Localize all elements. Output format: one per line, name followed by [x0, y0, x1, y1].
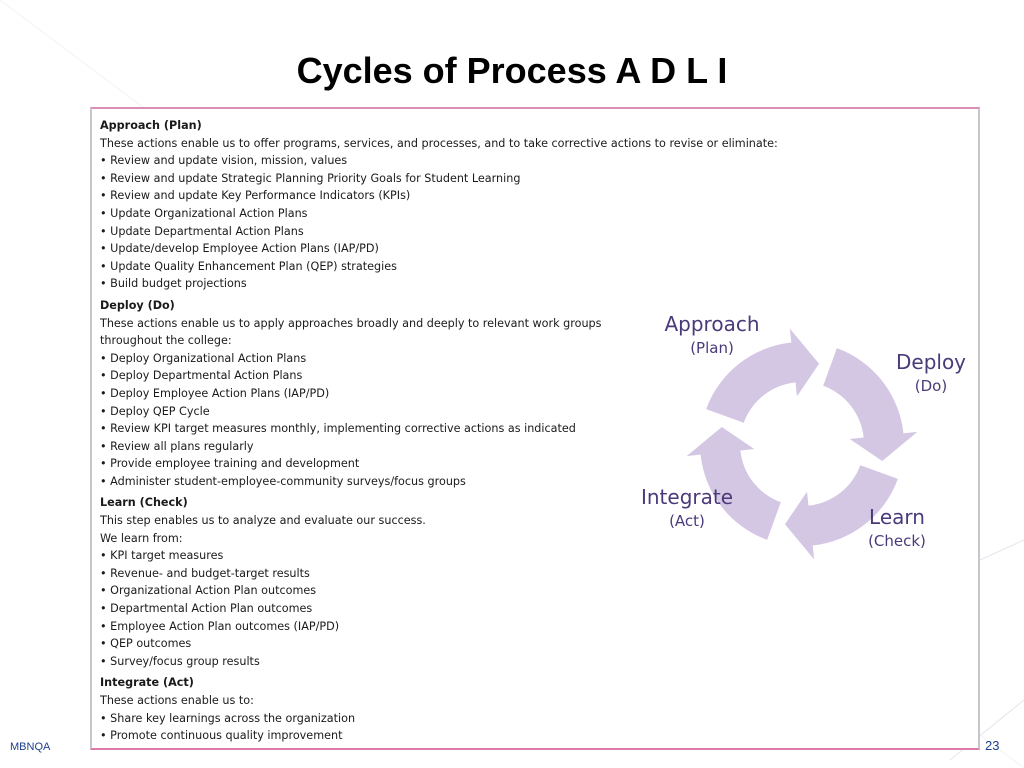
list-item: Review and update Strategic Planning Pri… [100, 170, 645, 188]
list-item: Review and update vision, mission, value… [100, 152, 645, 170]
cycle-diagram: Approach (Plan) Deploy (Do) Learn (Check… [641, 312, 966, 560]
list-item: Update Quality Enhancement Plan (QEP) st… [100, 258, 645, 276]
bullet-list: Review and update vision, mission, value… [100, 152, 645, 293]
arrow-integrate-to-approach [784, 465, 898, 560]
cycle-sublabel-learn: (Check) [868, 532, 926, 550]
list-item: Build budget projections [100, 275, 645, 293]
list-item: Deploy Employee Action Plans (IAP/PD) [100, 385, 645, 403]
content-panel: Approach (Plan) These actions enable us … [90, 107, 980, 750]
section-intro: These actions enable us to: [100, 692, 645, 710]
cycle-label-learn: Learn [869, 505, 925, 529]
cycle-sublabel-deploy: (Do) [915, 377, 947, 395]
list-item: Update Departmental Action Plans [100, 223, 645, 241]
list-item: Update Organizational Action Plans [100, 205, 645, 223]
cycle-label-integrate: Integrate [641, 485, 733, 509]
bullet-list: KPI target measures Revenue- and budget-… [100, 547, 645, 670]
section-intro: These actions enable us to offer program… [100, 135, 778, 153]
intro-line: These actions enable us to apply approac… [100, 316, 602, 330]
list-item: Update/develop Employee Action Plans (IA… [100, 240, 645, 258]
bullet-list: Share key learnings across the organizat… [100, 710, 645, 745]
process-text: Approach (Plan) These actions enable us … [100, 117, 778, 748]
section-intro: This step enables us to analyze and eval… [100, 512, 645, 547]
list-item: Deploy Organizational Action Plans [100, 350, 645, 368]
list-item: Survey/focus group results [100, 653, 645, 671]
intro-line: These actions enable us to: [100, 694, 254, 707]
cycle-node-learn: Learn (Check) [868, 505, 926, 550]
section-deploy: Deploy (Do) These actions enable us to a… [100, 297, 645, 491]
cycle-sublabel-approach: (Plan) [690, 339, 734, 357]
list-item: QEP outcomes [100, 635, 645, 653]
cycle-node-integrate: Integrate (Act) [641, 485, 733, 530]
list-item: Administer student-employee-community su… [100, 473, 645, 491]
list-item: Review and update Key Performance Indica… [100, 187, 645, 205]
cycle-arrows [686, 328, 918, 560]
list-item: Employee Action Plan outcomes (IAP/PD) [100, 618, 645, 636]
section-integrate: Integrate (Act) These actions enable us … [100, 674, 645, 744]
list-item: Promote continuous quality improvement [100, 727, 645, 745]
list-item: Provide employee training and developmen… [100, 455, 645, 473]
cycle-node-approach: Approach (Plan) [664, 312, 759, 357]
list-item: Deploy QEP Cycle [100, 403, 645, 421]
section-title: Integrate (Act) [100, 676, 194, 690]
bullet-list: Deploy Organizational Action Plans Deplo… [100, 350, 645, 491]
intro-line: These actions enable us to offer program… [100, 136, 778, 150]
page-title: Cycles of Process A D L I [296, 50, 728, 91]
page-number: 23 [985, 738, 1000, 753]
section-intro: These actions enable us to apply approac… [100, 315, 645, 350]
cycle-label-deploy: Deploy [896, 350, 966, 374]
list-item: Revenue- and budget-target results [100, 565, 645, 583]
section-title: Approach (Plan) [100, 119, 202, 132]
list-item: Deploy Departmental Action Plans [100, 367, 645, 385]
intro-line: We learn from: [100, 531, 183, 545]
list-item: Organizational Action Plan outcomes [100, 582, 645, 600]
list-item: Share key learnings across the organizat… [100, 710, 645, 728]
section-approach: Approach (Plan) These actions enable us … [100, 117, 778, 293]
list-item: Review KPI target measures monthly, impl… [100, 420, 645, 438]
section-title: Learn (Check) [100, 496, 188, 510]
arrow-learn-to-integrate [823, 348, 918, 462]
intro-line: This step enables us to analyze and eval… [100, 514, 426, 528]
cycle-node-deploy: Deploy (Do) [896, 350, 966, 395]
list-item: KPI target measures [100, 547, 645, 565]
cycle-label-approach: Approach [664, 312, 759, 336]
arrow-approach-to-deploy [686, 426, 781, 540]
intro-line: throughout the college: [100, 334, 232, 348]
list-item: Review all plans regularly [100, 438, 645, 456]
section-learn: Learn (Check) This step enables us to an… [100, 494, 645, 670]
footer-label: MBNQA [10, 741, 51, 753]
list-item: Departmental Action Plan outcomes [100, 600, 645, 618]
section-title: Deploy (Do) [100, 298, 175, 312]
cycle-sublabel-integrate: (Act) [669, 512, 705, 530]
arrow-deploy-to-learn [706, 328, 820, 423]
